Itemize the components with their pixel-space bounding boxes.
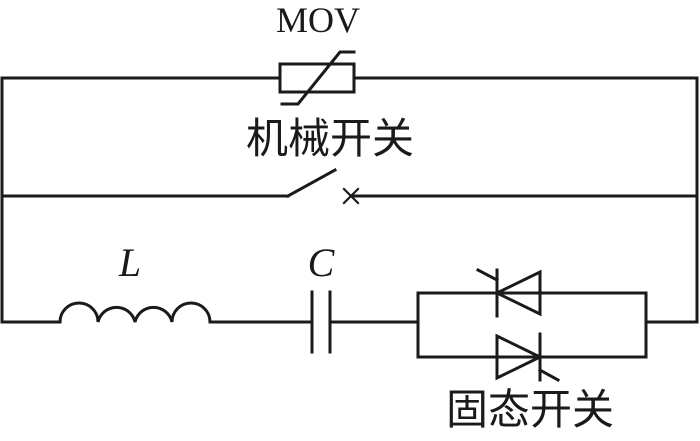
mov-label: MOV [276, 0, 360, 40]
capacitor [310, 290, 332, 354]
mechanical-switch-branch [0, 167, 699, 199]
mechanical-switch-label: 机械开关 [246, 114, 414, 163]
mov-varistor [278, 50, 356, 106]
thyristor-upper [475, 267, 542, 318]
inductor [58, 301, 212, 324]
switch-contact-cross [342, 187, 360, 205]
thyristor-lower [495, 332, 561, 383]
solid-state-switch-label: 固态开关 [446, 385, 614, 434]
inductor-label: L [118, 240, 141, 285]
capacitor-label: C [308, 240, 336, 285]
solid-state-switch [416, 267, 648, 383]
